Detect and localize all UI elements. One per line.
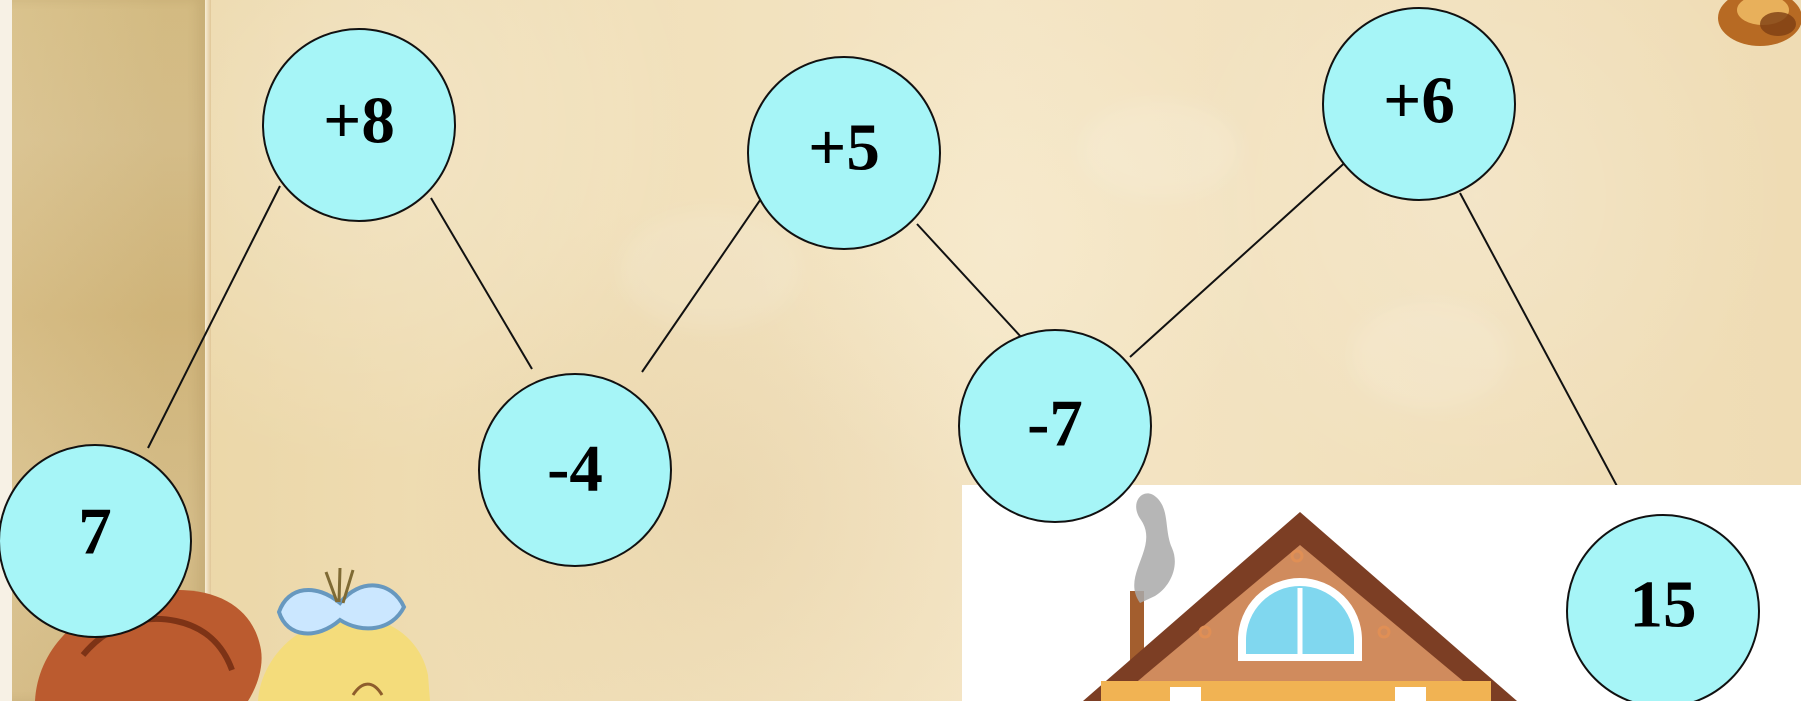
node-circle-7 xyxy=(0,444,192,638)
node-label-7: 7 xyxy=(78,494,112,568)
girl-face-line xyxy=(351,682,384,696)
texture-spot xyxy=(620,210,800,330)
connector-line-plus6-to-15 xyxy=(1459,192,1634,517)
node-15: 15 xyxy=(1566,514,1760,701)
house-roof-dot xyxy=(1290,549,1304,563)
house-roof-dot xyxy=(1198,625,1212,639)
house-window-lower xyxy=(1170,687,1201,701)
connector-line-plus8-to-minus4 xyxy=(430,197,533,370)
node-circle-plus8 xyxy=(262,28,456,222)
node-circle-plus6 xyxy=(1322,7,1516,201)
node-7: 7 xyxy=(0,444,192,638)
node-circle-plus5 xyxy=(747,56,941,250)
node-plus8: +8 xyxy=(262,28,456,222)
node-label-plus6: +6 xyxy=(1383,63,1455,137)
house-wall xyxy=(1101,681,1491,701)
connector-line-minus7-to-plus6 xyxy=(1129,157,1351,358)
connector-lines xyxy=(147,157,1634,517)
node-plus5: +5 xyxy=(747,56,941,250)
node-circle-15 xyxy=(1566,514,1760,701)
node-label-minus4: -4 xyxy=(547,431,603,505)
texture-spot xyxy=(1350,300,1510,410)
connector-line-plus5-to-minus7 xyxy=(916,223,1023,339)
corner-cup-icon xyxy=(1718,0,1801,46)
node-plus6: +6 xyxy=(1322,7,1516,201)
house-smoke xyxy=(1134,493,1175,603)
node-label-plus8: +8 xyxy=(323,83,395,157)
node-label-15: 15 xyxy=(1630,567,1697,641)
node-circle-minus4 xyxy=(478,373,672,567)
node-minus7: -7 xyxy=(958,329,1152,523)
node-label-plus5: +5 xyxy=(808,110,880,184)
connector-line-7-to-plus8 xyxy=(147,185,281,449)
node-label-minus7: -7 xyxy=(1027,386,1083,460)
house-window-lower xyxy=(1395,687,1426,701)
node-circle-minus7 xyxy=(958,329,1152,523)
hair-bow-icon xyxy=(276,583,407,636)
girl-hair xyxy=(258,617,430,701)
vertical-divider xyxy=(205,0,211,701)
texture-spot xyxy=(1080,100,1240,200)
house-roof-dot xyxy=(1377,625,1391,639)
node-minus4: -4 xyxy=(478,373,672,567)
girl-hair-tuft xyxy=(324,567,355,604)
connector-line-minus4-to-plus5 xyxy=(641,192,766,373)
